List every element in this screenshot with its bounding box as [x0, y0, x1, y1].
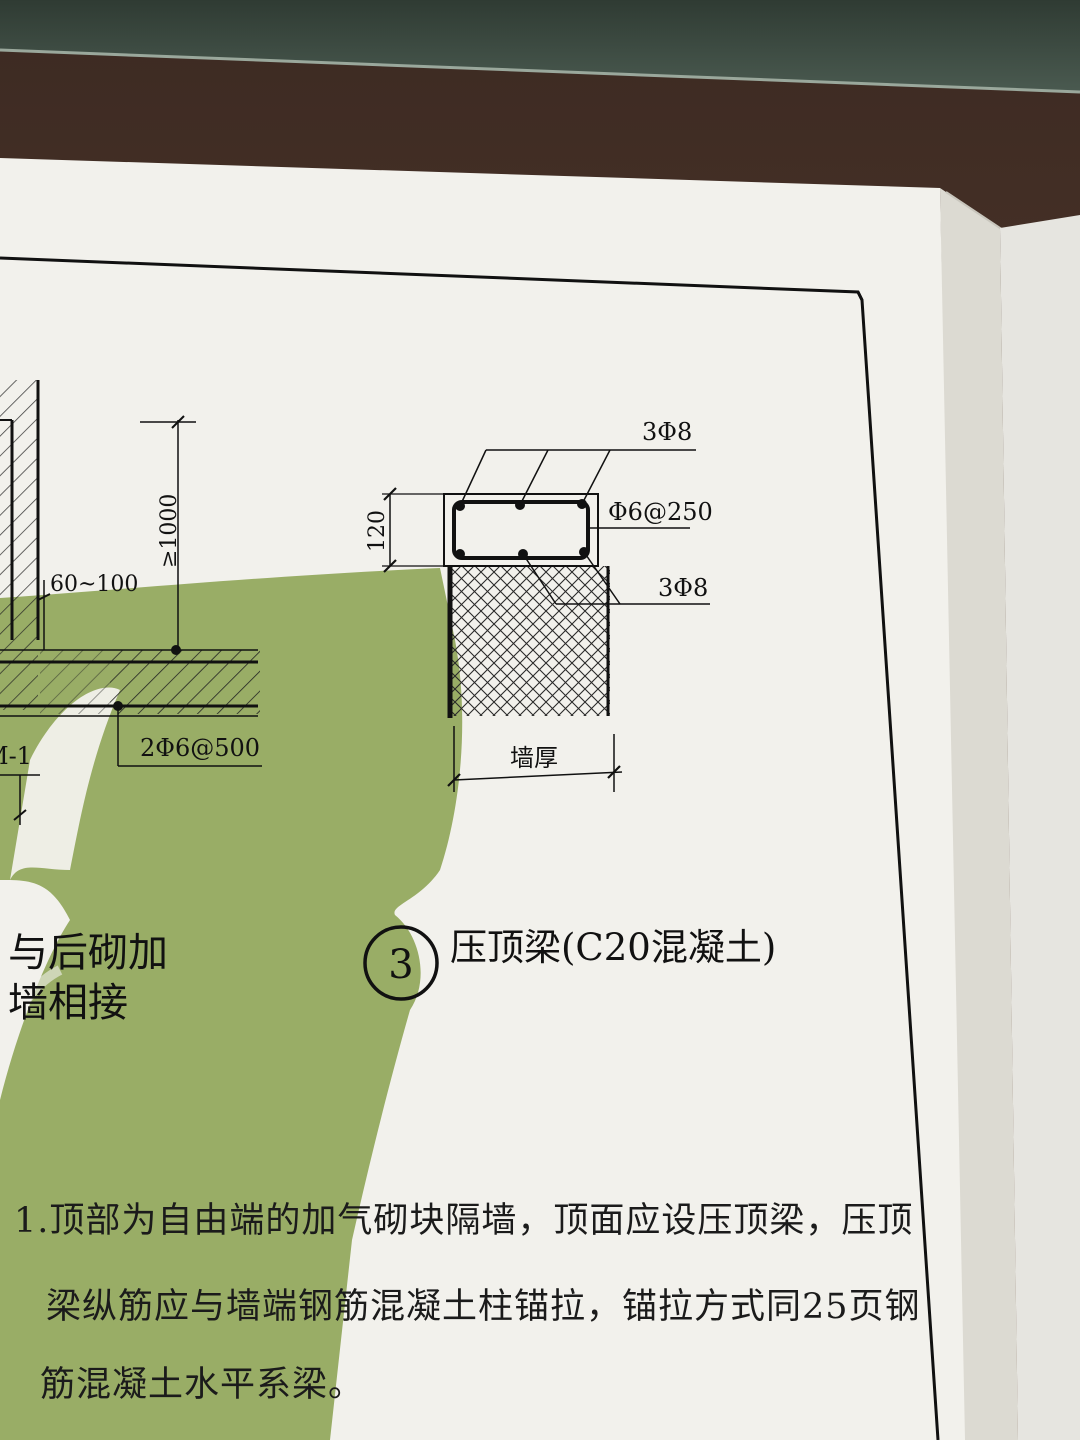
- bottom-bars-label: 3Φ8: [658, 574, 708, 602]
- green-highlight: [0, 568, 463, 1440]
- beam-height-label: 120: [365, 510, 390, 552]
- coping-beam-section: [382, 449, 710, 792]
- page-stack-edge: [940, 188, 1018, 1440]
- note-line-1: 1.顶部为自由端的加气砌块隔墙，顶面应设压顶梁，压顶: [14, 1201, 914, 1241]
- wall-thickness-label: 墙厚: [510, 744, 558, 772]
- top-bars-label: 3Φ8: [642, 418, 692, 446]
- section-title: 压顶梁(C20混凝土): [450, 926, 776, 969]
- min-height-label: ≥1000: [157, 494, 182, 568]
- horizontal-bars-label: 2Φ6@500: [140, 734, 260, 762]
- note-line-3: 筋混凝土水平系梁。: [40, 1365, 365, 1405]
- stirrups-label: Φ6@250: [608, 498, 713, 526]
- section-number: 3: [388, 942, 413, 988]
- member-tag-label: M-1: [0, 742, 32, 770]
- left-caption-line1: 与后砌加: [8, 930, 168, 976]
- note-line-2: 梁纵筋应与墙端钢筋混凝土柱锚拉，锚拉方式同25页钢: [46, 1287, 921, 1327]
- gap-range-label: 60~100: [50, 572, 138, 597]
- section-number-circle: [363, 925, 439, 1001]
- green-folder: [0, 0, 1080, 92]
- left-wall-detail: [0, 380, 262, 825]
- left-caption-line2: 墙相接: [8, 980, 128, 1026]
